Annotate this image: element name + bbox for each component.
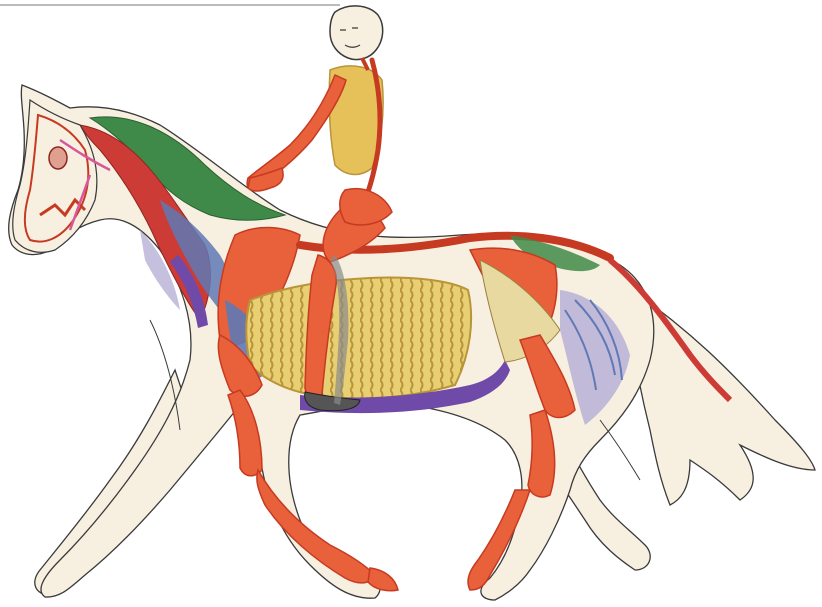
- ribcage: [246, 278, 471, 399]
- eye-ellipse: [49, 147, 67, 169]
- rider-skull: [330, 6, 383, 60]
- rider-pelvis: [340, 189, 392, 225]
